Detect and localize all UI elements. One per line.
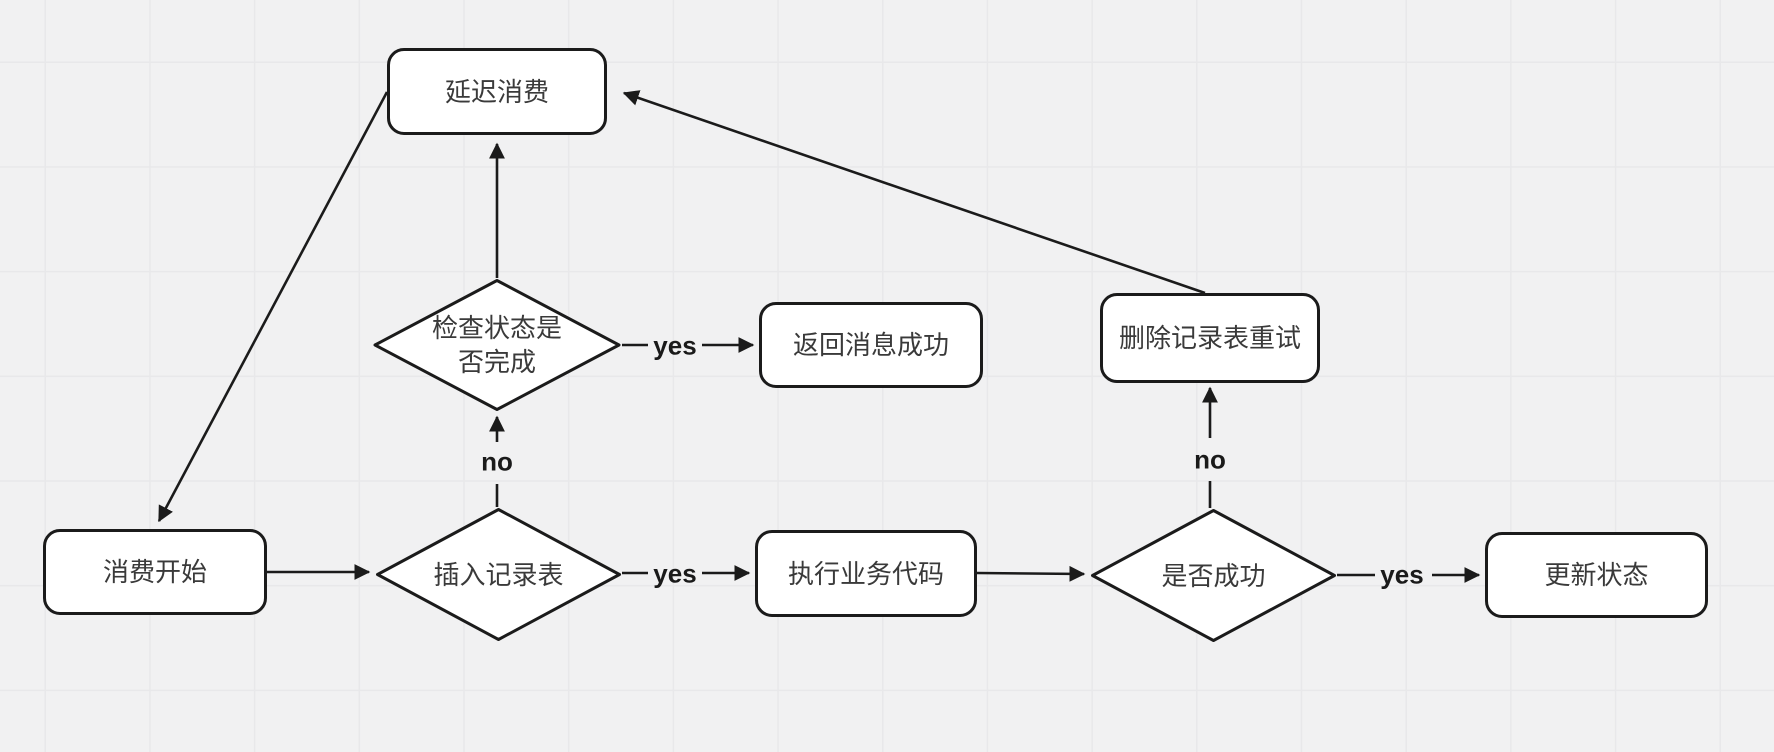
edge-label-issuccess-yes[interactable]: yes	[1380, 559, 1424, 590]
node-delete-record-retry-label: 删除记录表重试	[1118, 323, 1301, 353]
node-consume-start-label: 消费开始	[102, 557, 207, 587]
node-delay-consume[interactable]: 延迟消费	[387, 48, 607, 135]
node-consume-start[interactable]: 消费开始	[43, 529, 267, 615]
edge-label-insert-yes[interactable]: yes	[653, 558, 697, 589]
node-insert-record-table[interactable]: 插入记录表	[375, 507, 622, 642]
node-delay-consume-label: 延迟消费	[444, 76, 549, 107]
node-update-status[interactable]: 更新状态	[1485, 532, 1708, 618]
node-return-message-success[interactable]: 返回消息成功	[759, 302, 983, 388]
node-execute-business-code-label: 执行业务代码	[787, 558, 944, 589]
node-is-success-label: 是否成功	[1161, 560, 1266, 591]
edge-delay-to-start[interactable]	[157, 91, 389, 523]
edge-label-check-yes[interactable]: yes	[653, 330, 697, 361]
node-check-status-complete[interactable]: 检查状态是否完成	[372, 278, 622, 412]
node-execute-business-code[interactable]: 执行业务代码	[755, 530, 977, 617]
node-update-status-label: 更新状态	[1544, 560, 1649, 590]
edge-execute-to-issuccess[interactable]	[976, 565, 1086, 582]
diamond-shape	[373, 279, 621, 411]
edge-label-issuccess-no[interactable]: no	[1194, 444, 1226, 475]
node-delete-record-retry[interactable]: 删除记录表重试	[1100, 293, 1320, 383]
edge-delete-retry-to-delay[interactable]	[622, 90, 1206, 295]
node-is-success[interactable]: 是否成功	[1090, 508, 1337, 643]
diamond-shape	[1091, 509, 1336, 642]
edge-label-insert-no[interactable]: no	[481, 446, 513, 477]
node-insert-record-table-label: 插入记录表	[433, 559, 564, 590]
node-check-status-complete-label: 检查状态是否完成	[431, 313, 562, 377]
node-return-message-success-label: 返回消息成功	[792, 330, 949, 360]
diamond-shape	[376, 508, 621, 641]
